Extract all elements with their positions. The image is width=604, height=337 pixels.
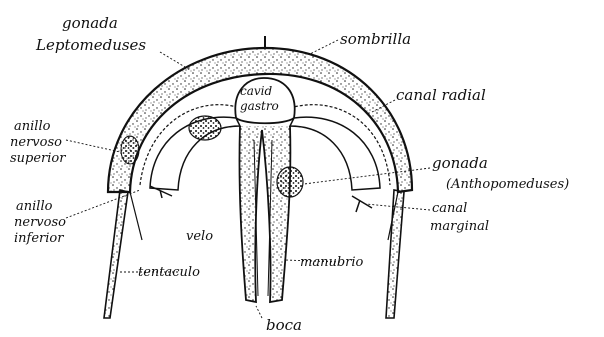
label-anillo-inf-1: anillo [16, 199, 53, 214]
gonad-right [277, 167, 303, 197]
tentacle-left [104, 190, 128, 318]
label-velo: velo [186, 229, 213, 244]
gonad-bell-left [121, 136, 139, 164]
label-gonada-right: gonada [432, 154, 488, 172]
label-canal-marg-1: canal [432, 201, 467, 216]
label-manubrio: manubrio [300, 255, 364, 270]
label-cav-gastro-1: cavid [240, 84, 272, 98]
subumbrella-cavity-right [290, 117, 380, 190]
label-anillo-inf-3: inferior [14, 231, 64, 246]
gonad-left [189, 116, 221, 140]
label-canal-marg-2: marginal [430, 219, 489, 234]
label-canal-radial: canal radial [396, 86, 486, 104]
label-gonada-top: gonada [62, 14, 118, 32]
label-cav-gastro-2: gastro [240, 99, 279, 113]
label-anillo-sup-2: nervoso [10, 135, 62, 150]
manubrium [239, 126, 290, 302]
label-sombrilla: sombrilla [340, 30, 411, 48]
label-leptomeduses: Leptomeduses [35, 36, 146, 54]
label-anillo-inf-2: nervoso [14, 215, 66, 230]
label-anthopomeduses: (Anthopomeduses) [446, 177, 569, 192]
label-anillo-sup-1: anillo [14, 119, 51, 134]
label-boca: boca [266, 316, 302, 334]
label-anillo-sup-3: superior [10, 151, 66, 166]
label-tentaculo: tentaculo [138, 265, 200, 280]
